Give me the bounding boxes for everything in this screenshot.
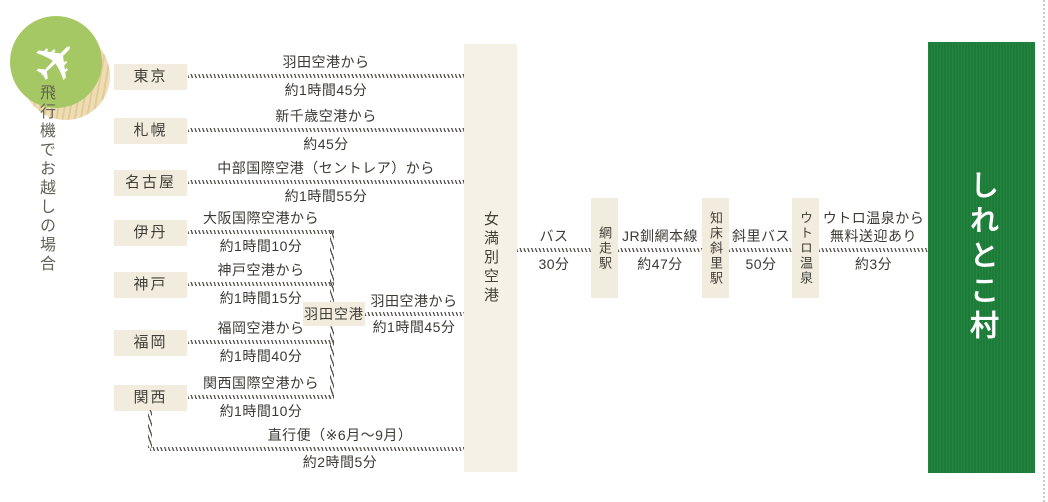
memanbetsu-airport-label: 女満別空港 bbox=[482, 210, 499, 306]
station-label-shiretoko-shari: 知床斜里駅 bbox=[708, 210, 723, 286]
jr-time-label: 約47分 bbox=[637, 256, 683, 272]
route-line-itami bbox=[188, 230, 334, 234]
route-label-tokyo: 羽田空港から bbox=[282, 54, 370, 70]
transit-line-bus bbox=[517, 248, 591, 252]
memanbetsu-airport-box: 女満別空港 bbox=[464, 44, 517, 472]
direct-flight-label: 直行便（※6月～9月） bbox=[267, 427, 413, 443]
route-line-sapporo bbox=[188, 128, 464, 132]
origin-box-kobe: 神戸 bbox=[114, 272, 187, 298]
transit-line-shuttle bbox=[819, 248, 928, 252]
route-label-nagoya: 中部国際空港（セントレア）から bbox=[217, 160, 435, 176]
station-label-abashiri: 網走駅 bbox=[597, 225, 612, 271]
transit-line-jr bbox=[618, 248, 703, 252]
station-box-utoro-onsen: ウトロ温泉 bbox=[792, 198, 819, 298]
haneda-hub-box: 羽田空港 bbox=[303, 302, 365, 326]
route-line-haneda-leg bbox=[365, 312, 464, 316]
route-label-kansai: 関西国際空港から bbox=[203, 375, 319, 391]
origin-box-tokyo: 東京 bbox=[114, 64, 187, 90]
time-label-nagoya: 約1時間55分 bbox=[284, 188, 368, 204]
route-label-haneda-leg: 羽田空港から bbox=[370, 293, 458, 309]
origin-box-kansai: 関西 bbox=[114, 385, 187, 411]
bus-mode-label: バス bbox=[539, 228, 569, 244]
station-box-abashiri: 網走駅 bbox=[591, 198, 618, 298]
shari-bus-mode-label: 斜里バス bbox=[732, 228, 790, 244]
transit-line-shari-bus bbox=[729, 248, 793, 252]
route-label-sapporo: 新千歳空港から bbox=[275, 108, 377, 124]
direct-flight-drop-line bbox=[148, 410, 152, 448]
destination-banner: しれとこ村 bbox=[928, 42, 1035, 473]
origin-box-nagoya: 名古屋 bbox=[114, 170, 187, 196]
time-label-kobe: 約1時間15分 bbox=[219, 290, 303, 306]
route-line-kansai bbox=[188, 395, 334, 399]
shuttle-time-label: 約3分 bbox=[854, 256, 893, 272]
time-label-fukuoka: 約1時間40分 bbox=[219, 348, 303, 364]
page-edge-dotted-line bbox=[1043, 0, 1045, 502]
route-label-itami: 大阪国際空港から bbox=[203, 210, 319, 226]
shuttle-mode-label-line1: ウトロ温泉から bbox=[822, 210, 925, 226]
badge-circle: ✈ bbox=[10, 16, 102, 108]
origin-box-sapporo: 札幌 bbox=[114, 118, 187, 144]
time-label-itami: 約1時間10分 bbox=[219, 238, 303, 254]
time-label-tokyo: 約1時間45分 bbox=[284, 82, 368, 98]
shari-bus-time-label: 50分 bbox=[745, 256, 777, 272]
origin-box-itami: 伊丹 bbox=[114, 220, 187, 246]
jr-mode-label: JR釧網本線 bbox=[621, 228, 699, 244]
origin-box-fukuoka: 福岡 bbox=[114, 330, 187, 356]
station-box-shiretoko-shari: 知床斜里駅 bbox=[702, 198, 729, 298]
time-label-kansai: 約1時間10分 bbox=[219, 403, 303, 419]
direct-flight-time: 約2時間5分 bbox=[302, 454, 378, 470]
shuttle-mode-label-line2: 無料送迎あり bbox=[830, 228, 917, 244]
route-line-kobe bbox=[188, 282, 334, 286]
route-line-tokyo bbox=[188, 74, 464, 78]
destination-label: しれとこ村 bbox=[965, 170, 998, 345]
collector-line-upper bbox=[330, 230, 334, 303]
route-label-kobe: 神戸空港から bbox=[217, 262, 305, 278]
time-label-sapporo: 約45分 bbox=[303, 136, 349, 152]
route-label-fukuoka: 福岡空港から bbox=[217, 320, 305, 336]
direct-flight-line bbox=[150, 447, 464, 451]
time-label-haneda-leg: 約1時間45分 bbox=[372, 319, 456, 335]
collector-line-lower bbox=[330, 325, 334, 399]
heading-vertical: 飛行機でお越しの場合 bbox=[37, 84, 54, 274]
route-line-fukuoka bbox=[188, 340, 334, 344]
station-label-utoro-onsen: ウトロ温泉 bbox=[798, 210, 813, 286]
bus-time-label: 30分 bbox=[538, 256, 570, 272]
route-line-nagoya bbox=[188, 180, 464, 184]
